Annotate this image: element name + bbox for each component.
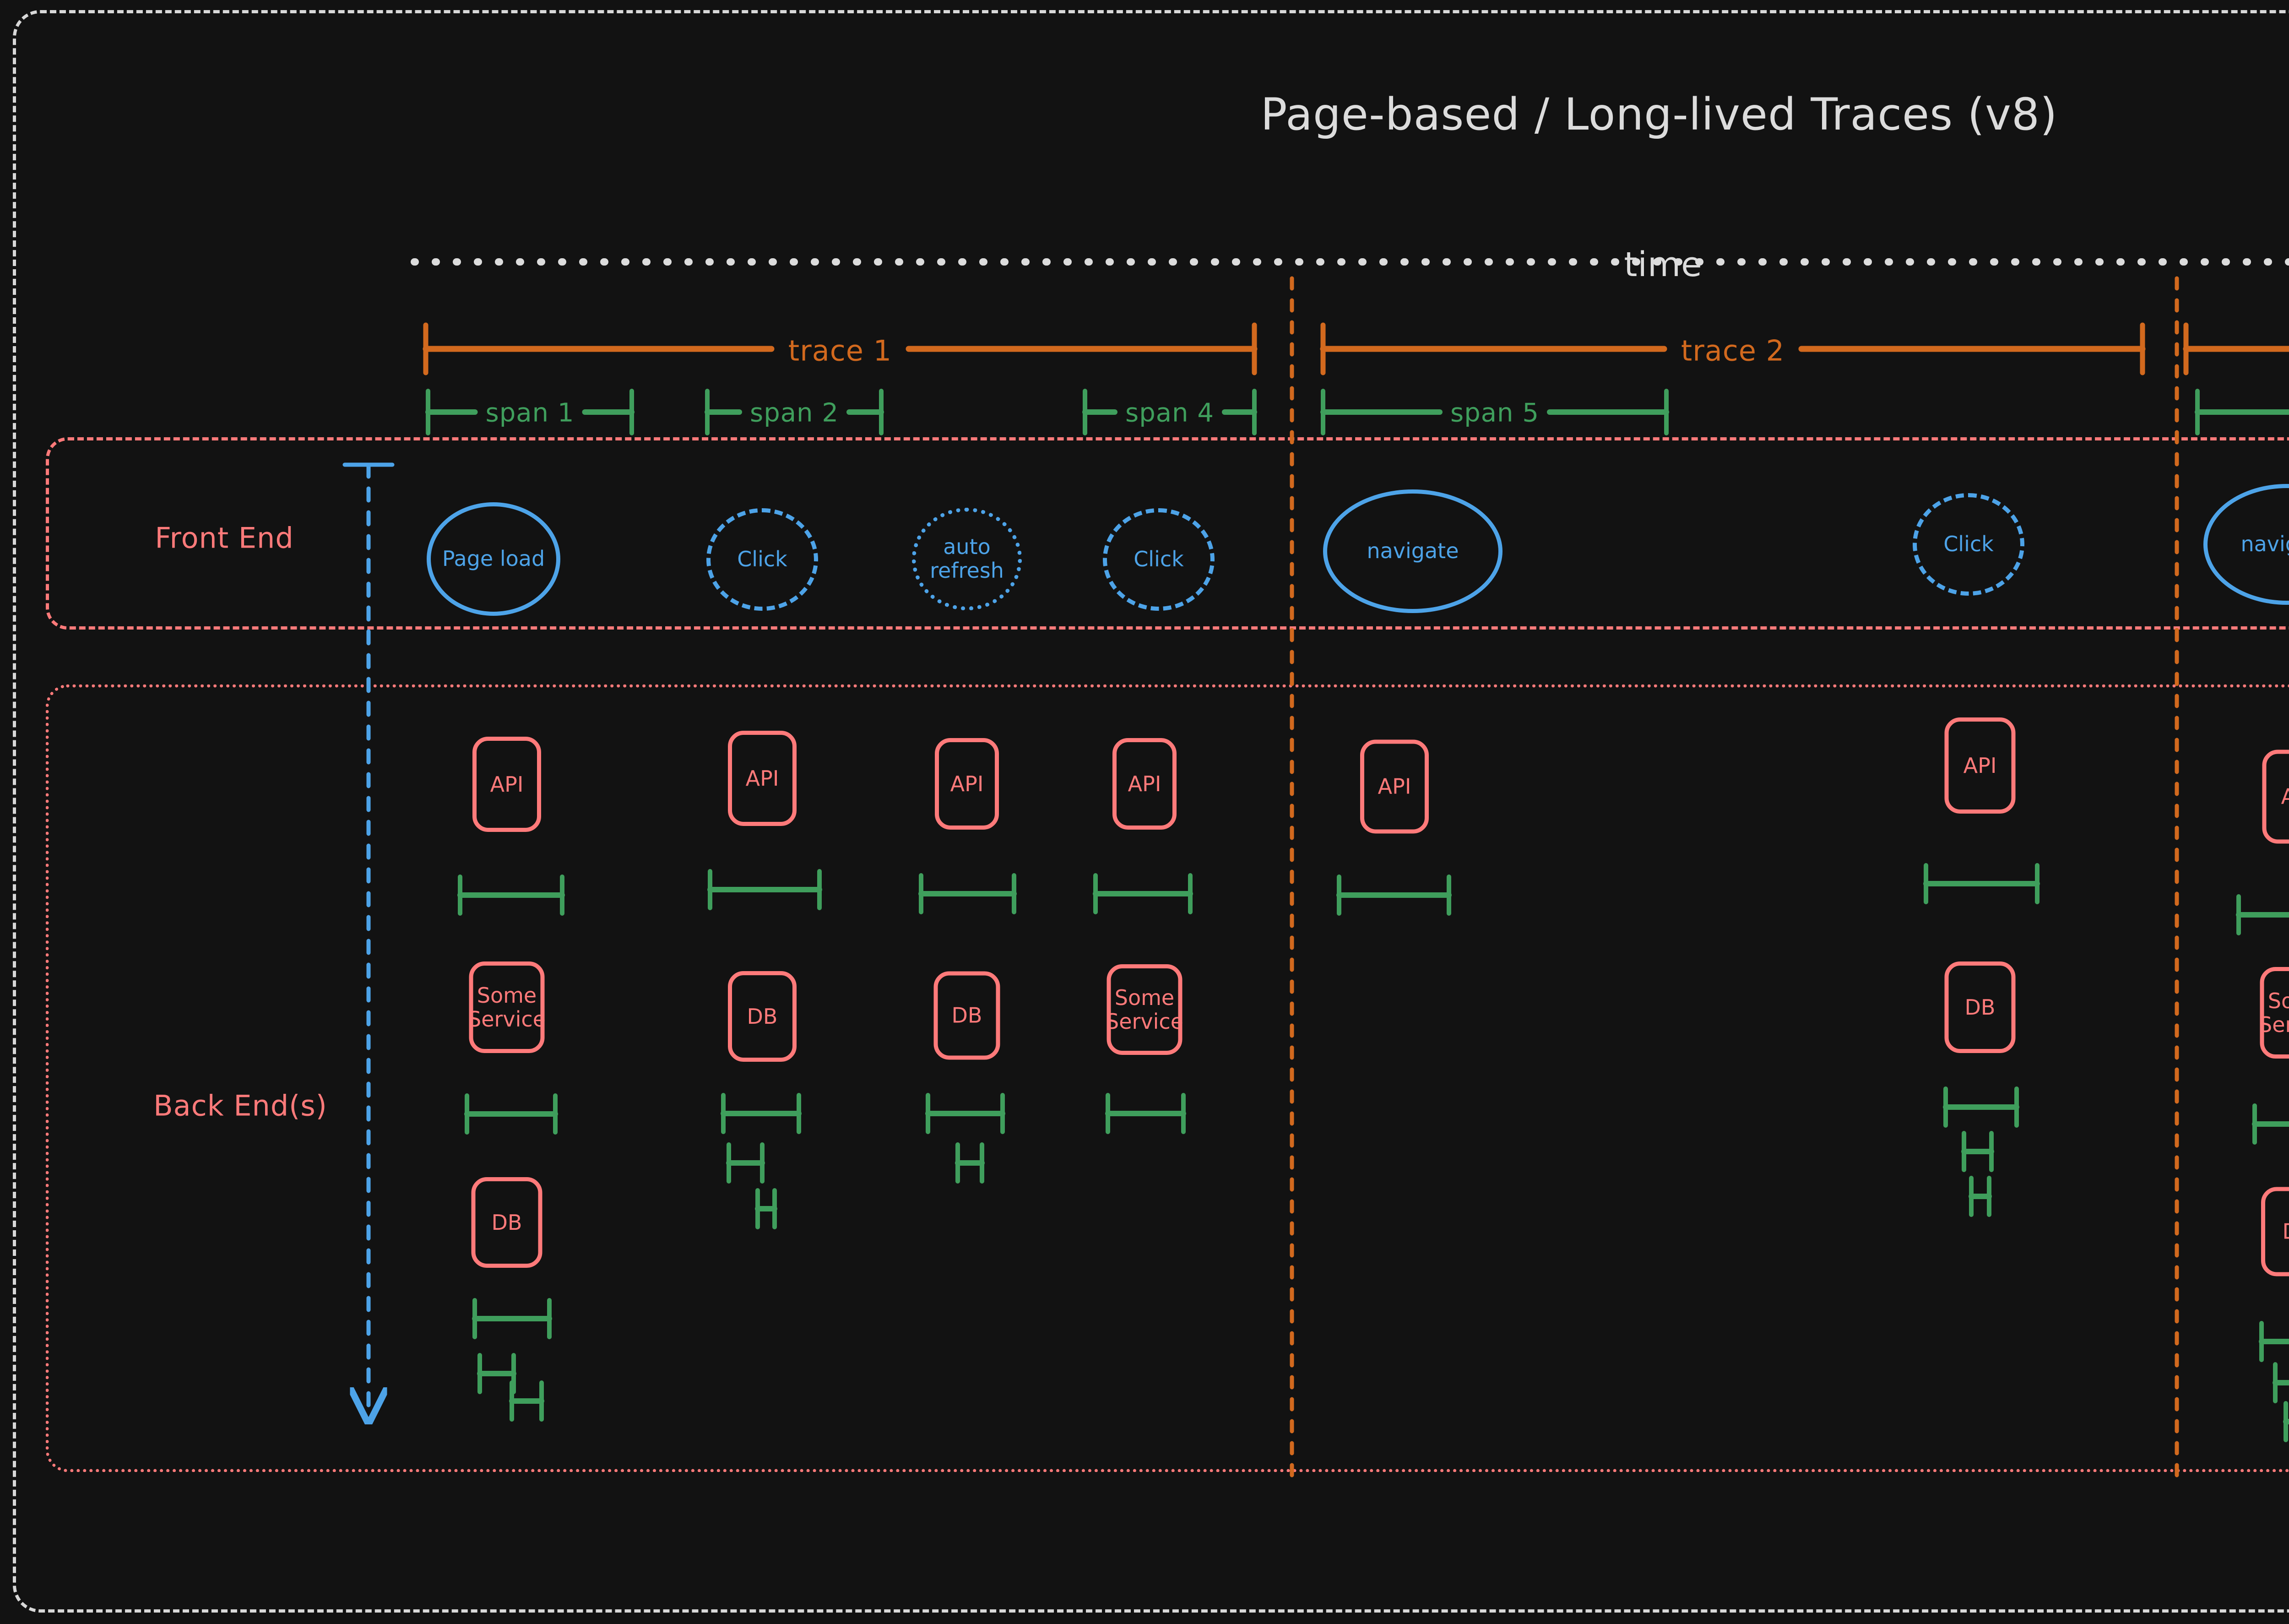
backend-node-label: Some Service — [2259, 988, 2289, 1037]
frontend-node-label: Page load — [442, 546, 545, 571]
backend-node-db-c3-2[interactable]: DB — [933, 971, 1000, 1060]
frontend-node-navigate-5[interactable]: navigate — [1323, 489, 1502, 613]
diagram-outer-frame — [13, 10, 2289, 1613]
frontend-node-navigate-7[interactable]: navigate — [2203, 484, 2289, 605]
frontend-node-page-load-1[interactable]: Page load — [427, 502, 560, 616]
backend-node-api-c2-1[interactable]: API — [728, 731, 797, 826]
trace-label-1: trace 1 — [788, 334, 892, 368]
backend-node-api-c4-1[interactable]: API — [1112, 738, 1177, 830]
backend-node-api-c6-1[interactable]: API — [1944, 717, 2016, 814]
frontend-node-label: auto refresh — [930, 534, 1004, 583]
page-title: Page-based / Long-lived Traces (v8) — [1260, 89, 2058, 140]
backend-node-api-c5-1[interactable]: API — [1360, 739, 1429, 834]
frontend-node-label: navigate — [1367, 538, 1459, 564]
frontend-node-click-2[interactable]: Click — [706, 508, 818, 611]
frontend-node-click-6[interactable]: Click — [1913, 493, 2024, 596]
span-label-1: span 1 — [485, 398, 575, 428]
frontend-node-label: Click — [1134, 547, 1184, 572]
frontend-node-label: Click — [737, 547, 787, 572]
backend-node-db-c2-2[interactable]: DB — [728, 971, 797, 1062]
frontend-node-click-4[interactable]: Click — [1103, 508, 1215, 611]
backend-node-some-service-c7-2[interactable]: Some Service — [2259, 967, 2289, 1059]
frontend-node-label: Click — [1943, 532, 1994, 557]
backend-node-api-c3-1[interactable]: API — [935, 738, 999, 830]
backend-node-label: DB — [2279, 1219, 2289, 1244]
backend-node-some-service-c4-2[interactable]: Some Service — [1106, 964, 1183, 1055]
backend-node-label: Some Service — [468, 983, 546, 1032]
span-label-4: span 5 — [1450, 398, 1539, 428]
backend-label: Back End(s) — [153, 1089, 327, 1123]
span-label-2: span 2 — [750, 398, 839, 428]
backend-node-label: API — [745, 766, 779, 791]
backend-node-db-c6-2[interactable]: DB — [1944, 961, 2016, 1053]
backend-node-api-c1-1[interactable]: API — [472, 737, 541, 832]
frontend-panel — [46, 437, 2289, 630]
backend-node-label: DB — [491, 1210, 522, 1235]
backend-node-some-service-c1-2[interactable]: Some Service — [468, 961, 546, 1053]
trace-label-2: trace 2 — [1681, 334, 1785, 368]
span-label-3: span 4 — [1125, 398, 1214, 428]
backend-node-api-c7-1[interactable]: API — [2262, 750, 2289, 844]
frontend-label: Front End — [155, 521, 294, 555]
backend-node-label: Some Service — [1106, 985, 1184, 1034]
backend-node-label: API — [1963, 753, 1997, 778]
backend-node-label: API — [1378, 774, 1411, 799]
backend-node-label: API — [2281, 784, 2289, 809]
backend-node-label: API — [1128, 771, 1161, 796]
backend-node-label: API — [490, 771, 524, 797]
backend-node-db-c7-3[interactable]: DB — [2261, 1187, 2289, 1276]
frontend-node-auto-refresh-3[interactable]: auto refresh — [912, 508, 1022, 610]
backend-node-label: DB — [747, 1004, 778, 1029]
backend-node-label: API — [950, 771, 984, 796]
frontend-node-label: navigate — [2240, 532, 2289, 557]
backend-node-db-c1-3[interactable]: DB — [471, 1177, 542, 1268]
backend-panel — [46, 684, 2289, 1472]
backend-node-label: DB — [1964, 994, 1996, 1020]
backend-node-label: DB — [951, 1003, 982, 1028]
